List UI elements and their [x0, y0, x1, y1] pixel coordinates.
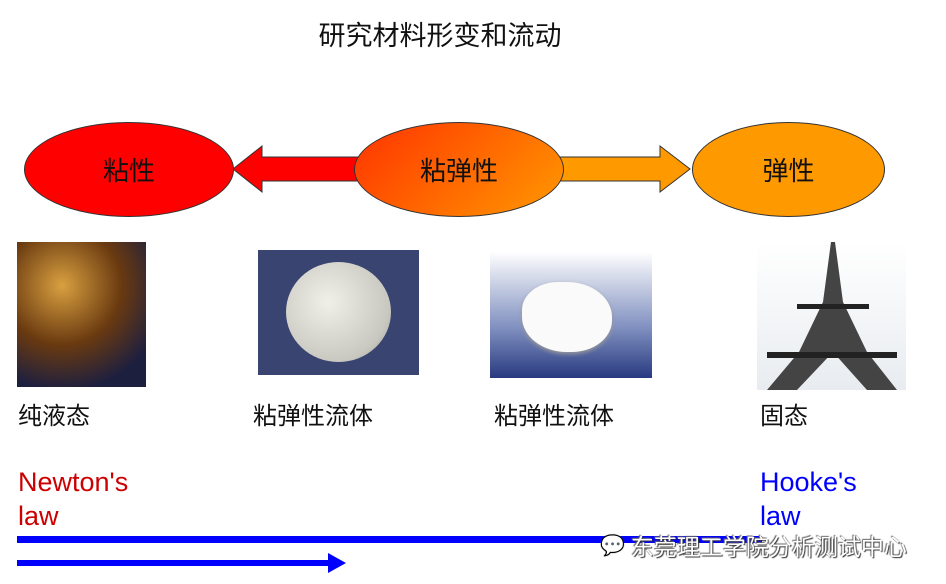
hooke-line1: Hooke's: [760, 467, 857, 497]
newton-line2: law: [18, 501, 59, 531]
label-viscoelastic-fluid-1: 粘弹性流体: [253, 402, 373, 430]
ellipse-elastic: 弹性: [692, 122, 885, 217]
slide-title: 研究材料形变和流动: [318, 21, 562, 52]
newton-line1: Newton's: [18, 467, 129, 497]
watermark-text: 东莞理工学院分析测试中心: [630, 535, 907, 561]
label-solid: 固态: [760, 402, 808, 430]
elastic-label: 弹性: [762, 157, 815, 187]
arrow-left-red: [232, 144, 361, 194]
arrow-right-orange: [559, 144, 691, 194]
ellipse-viscous: 粘性: [24, 122, 234, 217]
label-pure-liquid: 纯液态: [18, 402, 90, 430]
cream-image: [490, 252, 652, 378]
wechat-icon: 💬: [600, 533, 625, 557]
viscoelastic-label: 粘弹性: [419, 157, 498, 187]
viscous-label: 粘性: [102, 157, 155, 187]
newtons-law: Newton's law: [18, 465, 128, 533]
hookes-law: Hooke's law: [760, 465, 857, 533]
long-blue-line: [17, 536, 762, 543]
viscoelastic-drop-image: [258, 250, 419, 375]
hooke-line2: law: [760, 501, 801, 531]
ellipse-viscoelastic: 粘弹性: [354, 122, 564, 217]
short-blue-arrowhead: [328, 553, 346, 573]
label-viscoelastic-fluid-2: 粘弹性流体: [494, 402, 614, 430]
watermark: 💬 东莞理工学院分析测试中心: [600, 528, 907, 562]
pouring-liquid-image: [17, 242, 146, 387]
short-blue-arrow-shaft: [17, 560, 332, 566]
eiffel-tower-image: [757, 242, 906, 390]
